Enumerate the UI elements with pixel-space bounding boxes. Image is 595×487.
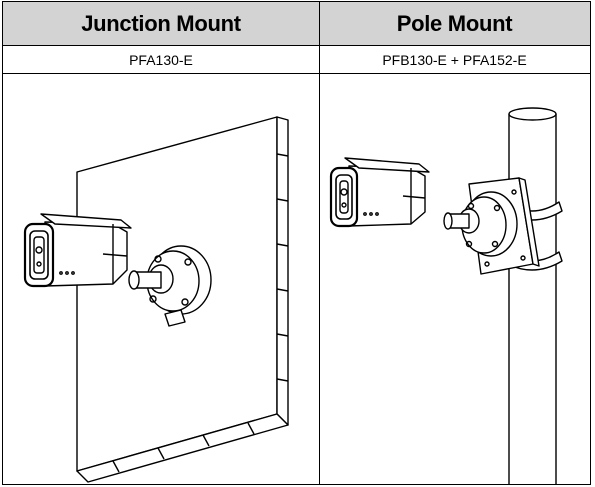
column-divider: [319, 2, 320, 484]
camera-on-wall-junction-box-icon: [23, 116, 289, 483]
model-junction-mount: PFA130-E: [3, 46, 319, 74]
header-pole-mount: Pole Mount: [319, 2, 590, 46]
pole-mount-illustration: [319, 74, 590, 484]
header-junction-mount: Junction Mount: [3, 2, 319, 46]
model-pole-mount: PFB130-E + PFA152-E: [319, 46, 590, 74]
camera-on-pole-bracket-icon: [329, 107, 563, 484]
junction-mount-illustration: [3, 74, 319, 484]
